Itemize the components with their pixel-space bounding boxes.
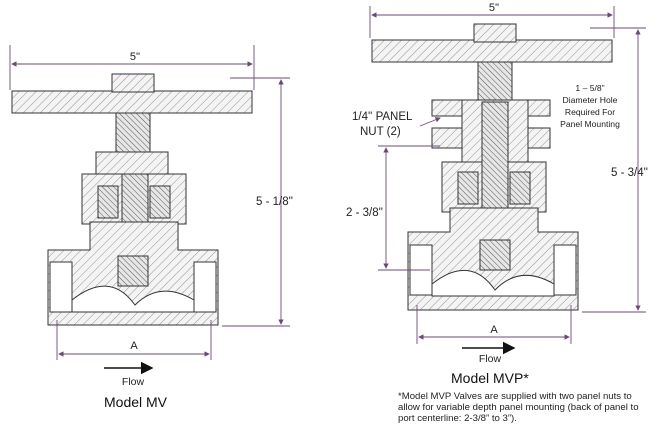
- mvp-hole-note-line2: Diameter Hole: [563, 95, 618, 105]
- mv-flow-label: Flow: [122, 376, 145, 388]
- mvp-panel-nut-leader: [419, 117, 441, 127]
- mvp-panel-nut-label-line1: 1/4'' PANEL: [352, 111, 413, 123]
- mv-outlet-port: [193, 261, 217, 313]
- mv-seat: [117, 255, 149, 287]
- mvp-flow-passage: [431, 270, 555, 297]
- mvp-port-label: A: [490, 324, 498, 336]
- mvp-panel-nut-label-line2: NUT (2): [360, 126, 401, 138]
- mv-model-label: Model MV: [104, 394, 168, 410]
- mv-packing-left: [97, 185, 119, 219]
- mv-width-label: 5'': [130, 51, 140, 63]
- mvp-flow-label: Flow: [479, 353, 502, 365]
- mvp-outlet-port: [553, 244, 577, 296]
- mvp-width-label: 5'': [489, 2, 499, 14]
- mvp-packing-right: [509, 171, 531, 205]
- mvp-height-label: 5 - 3/4'': [611, 167, 648, 179]
- mvp-handwheel: [371, 39, 613, 63]
- mvp-model-label: Model MVP*: [451, 370, 529, 386]
- mv-packing-right: [149, 185, 171, 219]
- mvp-packing-left: [457, 171, 479, 205]
- mv-inlet-port: [49, 261, 73, 313]
- mvp-depth-label: 2 - 3/8'': [346, 207, 383, 219]
- mvp-hole-note-line1: 1 – 5/8”: [575, 83, 604, 93]
- mvp-stem: [477, 61, 513, 103]
- mvp-seat: [479, 239, 511, 271]
- mv-height-label: 5 - 1/8'': [256, 196, 293, 208]
- mvp-hole-note-line3: Required For: [565, 107, 615, 117]
- mvp-footnote: *Model MVP Valves are supplied with two …: [398, 391, 639, 424]
- model-mvp-drawing: 5'' 1/4'' PANEL NUT (2) 1 – 5/8” Diamete…: [346, 2, 648, 365]
- mvp-handwheel-hub: [473, 23, 517, 43]
- mv-handwheel-hub: [111, 73, 155, 93]
- mv-port-label: A: [130, 340, 138, 352]
- mv-flow-passage: [71, 285, 195, 313]
- mvp-hole-note-line4: Panel Mounting: [560, 119, 620, 129]
- mv-handwheel: [11, 90, 253, 114]
- mv-bonnet-nut: [95, 151, 169, 175]
- model-mv-drawing: 5'' 5 - 1/8'' A Flow: [9, 45, 293, 388]
